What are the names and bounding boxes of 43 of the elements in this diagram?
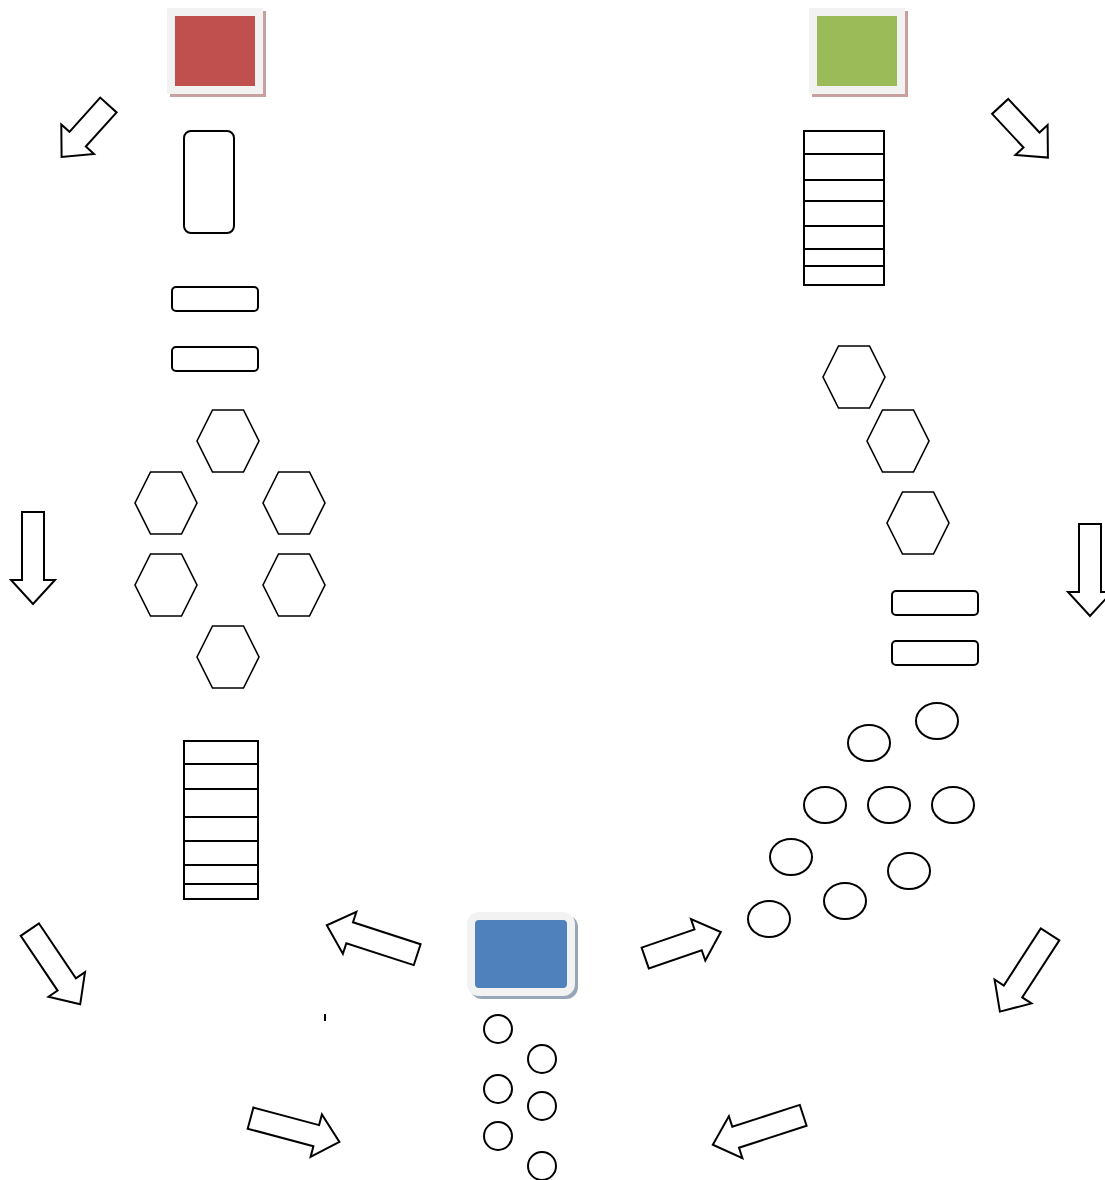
colored-square	[167, 8, 263, 94]
block-arrow	[640, 917, 722, 970]
rounded-bar	[171, 286, 259, 312]
rounded-bar	[171, 346, 259, 372]
ellipse	[847, 724, 891, 762]
ellipse	[769, 838, 813, 876]
hexagon	[263, 472, 325, 534]
block-arrow	[991, 97, 1049, 159]
rounded-rectangle	[183, 130, 235, 234]
block-arrow	[711, 1103, 808, 1160]
circle	[527, 1044, 557, 1074]
ellipse	[931, 786, 975, 824]
ellipse	[747, 900, 791, 938]
block-arrow	[19, 922, 86, 1006]
hexagon	[867, 410, 929, 472]
circle	[483, 1121, 513, 1151]
hexagon	[197, 410, 259, 472]
stacked-blocks	[183, 740, 259, 900]
hexagon	[263, 554, 325, 616]
block-arrow	[60, 96, 118, 159]
circle	[527, 1091, 557, 1121]
rounded-bar	[891, 590, 979, 616]
ellipse	[867, 786, 911, 824]
hexagon	[887, 492, 949, 554]
ellipse	[887, 852, 931, 890]
block-arrow	[10, 511, 56, 605]
colored-square	[467, 912, 575, 996]
rounded-bar	[891, 640, 979, 666]
circle	[483, 1074, 513, 1104]
hexagon	[197, 626, 259, 688]
ellipse	[915, 702, 959, 740]
block-arrow	[246, 1106, 341, 1158]
hexagon	[135, 554, 197, 616]
ellipse	[803, 786, 847, 824]
hexagon	[135, 472, 197, 534]
circle	[483, 1014, 513, 1044]
ellipse	[823, 882, 867, 920]
hexagon	[823, 346, 885, 408]
block-arrow	[993, 927, 1061, 1013]
block-arrow	[325, 910, 422, 967]
block-arrow	[1067, 523, 1105, 617]
colored-square	[809, 8, 905, 94]
stacked-blocks	[803, 130, 885, 286]
